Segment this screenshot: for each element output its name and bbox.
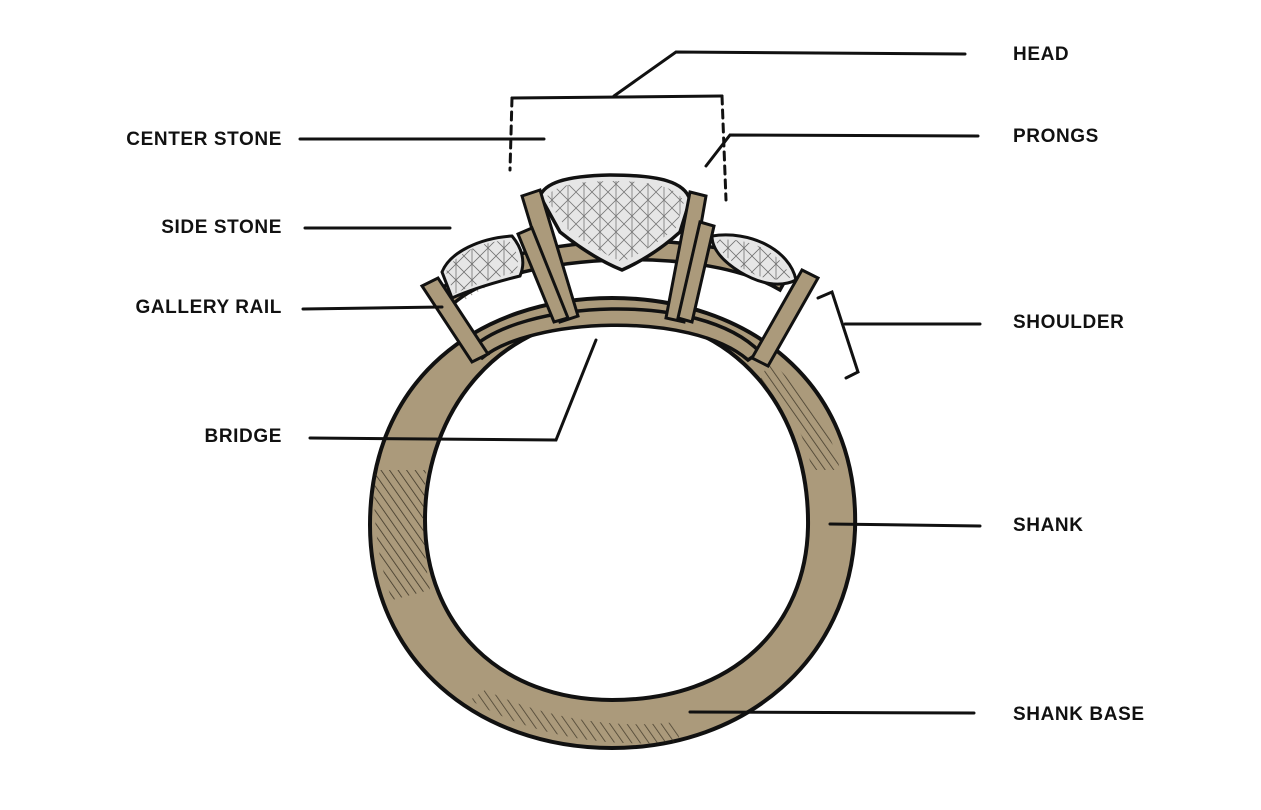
label-shank: SHANK — [1013, 515, 1084, 536]
side-stone-right — [710, 233, 798, 286]
prongs-leader — [704, 133, 980, 168]
bridge-leader — [308, 338, 598, 442]
shank-leader — [828, 522, 982, 528]
prong-left — [419, 276, 491, 364]
label-head: HEAD — [1013, 44, 1070, 65]
prong-center-right-back — [676, 220, 716, 324]
head-leader — [612, 50, 967, 98]
shank-base-leader — [688, 710, 976, 715]
head-bracket-left — [508, 96, 514, 172]
prong-center-left-back — [516, 226, 571, 324]
label-center-stone: CENTER STONE — [126, 129, 282, 150]
shoulder-bracket — [816, 289, 860, 380]
center-stone — [538, 173, 692, 272]
label-bridge: BRIDGE — [204, 426, 282, 447]
leader-lines — [298, 50, 982, 715]
prong-center-right — [664, 190, 708, 324]
label-shoulder: SHOULDER — [1013, 312, 1125, 333]
gallery-rail-leader — [301, 305, 444, 311]
label-prongs: PRONGS — [1013, 126, 1099, 147]
prongs — [419, 188, 821, 368]
label-gallery-rail: GALLERY RAIL — [135, 297, 282, 318]
prong-right — [749, 268, 821, 368]
label-side-stone: SIDE STONE — [161, 217, 282, 238]
head-bracket-right — [720, 94, 728, 202]
shank-band — [367, 295, 858, 751]
head-bracket — [510, 94, 724, 100]
label-shank-base: SHANK BASE — [1013, 704, 1145, 725]
side-stone-left — [440, 234, 525, 301]
